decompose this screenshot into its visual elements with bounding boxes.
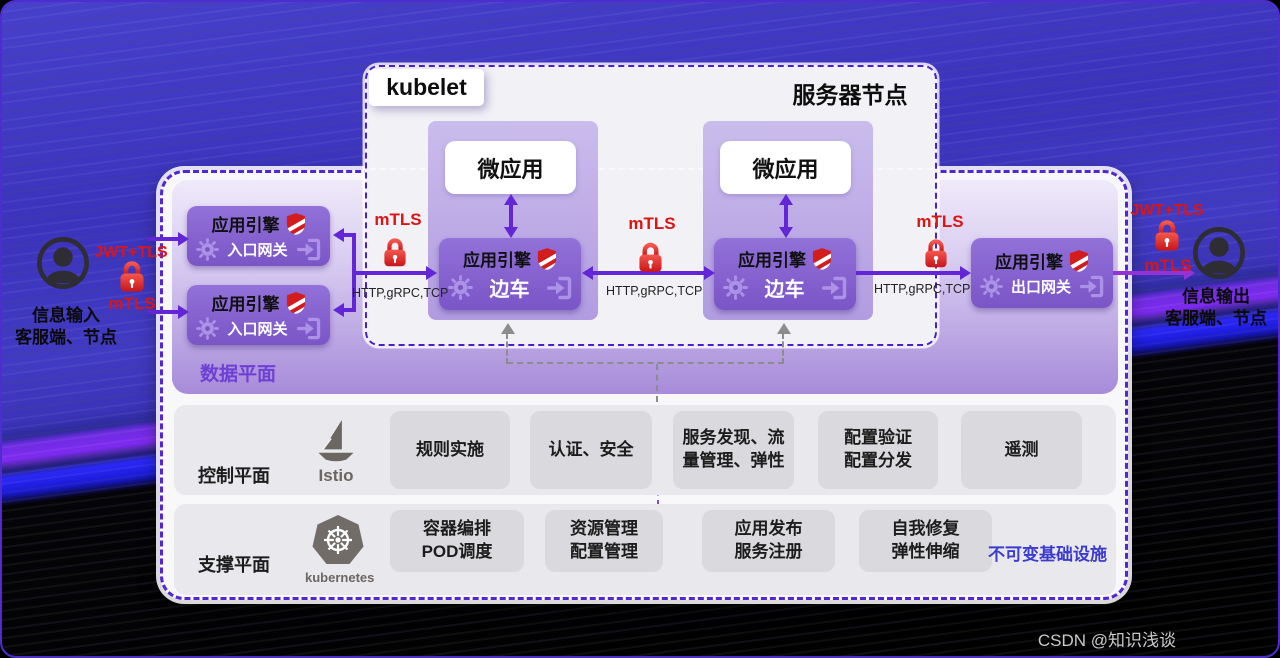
support-item: 容器编排 POD调度 xyxy=(390,510,524,572)
lock-icon xyxy=(1154,218,1180,252)
support-item: 应用发布 服务注册 xyxy=(702,510,835,572)
control-item: 遥测 xyxy=(961,411,1082,489)
support-item-text: 弹性伸缩 xyxy=(891,542,960,561)
gear-icon xyxy=(196,238,219,261)
control-item: 规则实施 xyxy=(390,411,510,489)
istio-sailboat-icon xyxy=(317,419,355,463)
support-item-text: 应用发布 xyxy=(734,519,803,539)
sidecar-label: 边车 xyxy=(764,279,805,301)
caption-line1: 信息输入 xyxy=(32,306,100,325)
gateway-label: 入口网关 xyxy=(227,321,288,338)
caption-line2: 客服端、节点 xyxy=(1165,309,1267,329)
protocol-label: HTTP,gRPC,TCP xyxy=(874,282,971,296)
watermark: CSDN @知识浅谈 xyxy=(1037,631,1176,650)
control-item: 配置验证 配置分发 xyxy=(818,411,938,489)
jwt-tls-label: JWT+TLS xyxy=(1130,202,1204,219)
gear-icon xyxy=(980,275,1003,298)
support-plane-label: 支撑平面 xyxy=(198,555,270,575)
istio-logo-text: Istio xyxy=(318,466,354,485)
enter-arrow-icon xyxy=(296,317,321,340)
data-plane-label: 数据平面 xyxy=(200,364,277,385)
engine-title: 应用引擎 xyxy=(211,216,280,235)
mtls-label: mTLS xyxy=(1144,256,1192,275)
control-item-text: 量管理、弹性 xyxy=(682,451,785,470)
kubernetes-logo-text: kubernetes xyxy=(305,570,375,585)
support-item-text: 配置管理 xyxy=(570,542,638,561)
engine-title: 应用引擎 xyxy=(738,251,806,270)
kubernetes-logo: kubernetes xyxy=(305,513,375,585)
engine-title: 应用引擎 xyxy=(995,253,1063,272)
kubelet-label: kubelet xyxy=(369,69,484,106)
enter-arrow-icon xyxy=(821,276,847,299)
control-item-text: 配置分发 xyxy=(844,451,912,470)
server-node-title: 服务器节点 xyxy=(792,82,908,108)
mtls-label: mTLS xyxy=(916,212,964,231)
sidecar-left: 应用引擎 边车 xyxy=(439,238,581,310)
control-item: 认证、安全 xyxy=(530,411,652,489)
user-icon xyxy=(36,236,90,290)
lock-icon xyxy=(383,235,407,269)
support-item-text: 容器编排 xyxy=(423,519,491,539)
caption-line1: 信息输出 xyxy=(1182,287,1250,306)
security-shield-icon xyxy=(537,247,557,271)
gateway-label: 出口网关 xyxy=(1010,279,1071,296)
container-edge-hint xyxy=(370,168,933,170)
control-item-text: 服务发现、流 xyxy=(682,428,785,448)
gear-icon xyxy=(196,317,219,340)
control-item: 服务发现、流 量管理、弹性 xyxy=(673,411,794,489)
gear-icon xyxy=(448,275,473,300)
microapp-box-right: 微应用 xyxy=(720,141,851,194)
security-shield-icon xyxy=(812,247,832,271)
immutable-infrastructure-note: 不可变基础设施 xyxy=(988,545,1107,564)
ingress-gateway-top: 应用引擎 入口网关 xyxy=(187,206,330,266)
sidecar-label: 边车 xyxy=(489,279,530,301)
egress-gateway: 应用引擎 出口网关 xyxy=(971,238,1113,308)
kubernetes-wheel-icon xyxy=(311,513,365,566)
security-shield-icon xyxy=(286,291,306,315)
control-item-text: 配置验证 xyxy=(844,428,912,448)
support-item: 资源管理 配置管理 xyxy=(545,510,663,572)
control-item-text: 规则实施 xyxy=(416,439,484,459)
protocol-label: HTTP,gRPC,TCP xyxy=(352,286,449,300)
lock-icon xyxy=(638,239,663,275)
gear-icon xyxy=(723,275,748,300)
engine-title: 应用引擎 xyxy=(211,295,280,314)
support-item-text: 服务注册 xyxy=(734,542,803,561)
engine-title: 应用引擎 xyxy=(463,251,531,270)
security-shield-icon xyxy=(286,212,306,236)
istio-logo: Istio xyxy=(305,419,367,486)
security-shield-icon xyxy=(1069,249,1089,273)
user-icon xyxy=(1192,226,1246,280)
output-client-caption: 信息输出 客服端、节点 xyxy=(1150,286,1278,330)
lock-icon xyxy=(119,259,145,293)
support-item: 自我修复 弹性伸缩 xyxy=(859,510,992,572)
caption-line2: 客服端、节点 xyxy=(15,328,117,348)
ingress-gateway-bottom: 应用引擎 入口网关 xyxy=(187,285,330,345)
mtls-label: mTLS xyxy=(628,214,676,233)
enter-arrow-icon xyxy=(546,276,572,299)
enter-arrow-icon xyxy=(296,238,321,261)
support-item-text: 自我修复 xyxy=(891,519,960,539)
sidecar-right: 应用引擎 边车 xyxy=(714,238,856,310)
control-plane-label: 控制平面 xyxy=(198,466,270,486)
mtls-label: mTLS xyxy=(374,210,422,229)
enter-arrow-icon xyxy=(1079,275,1104,298)
lock-icon xyxy=(924,236,948,270)
control-item-text: 遥测 xyxy=(1004,439,1039,459)
mtls-label: mTLS xyxy=(108,294,156,313)
support-item-text: POD调度 xyxy=(421,542,493,561)
jwt-tls-label: JWT+TLS xyxy=(94,244,168,261)
microapp-box-left: 微应用 xyxy=(445,141,576,194)
control-item-text: 认证、安全 xyxy=(548,439,634,459)
gateway-label: 入口网关 xyxy=(227,242,288,259)
protocol-label: HTTP,gRPC,TCP xyxy=(606,284,703,298)
support-item-text: 资源管理 xyxy=(570,519,638,539)
input-client-caption: 信息输入 客服端、节点 xyxy=(2,305,130,349)
